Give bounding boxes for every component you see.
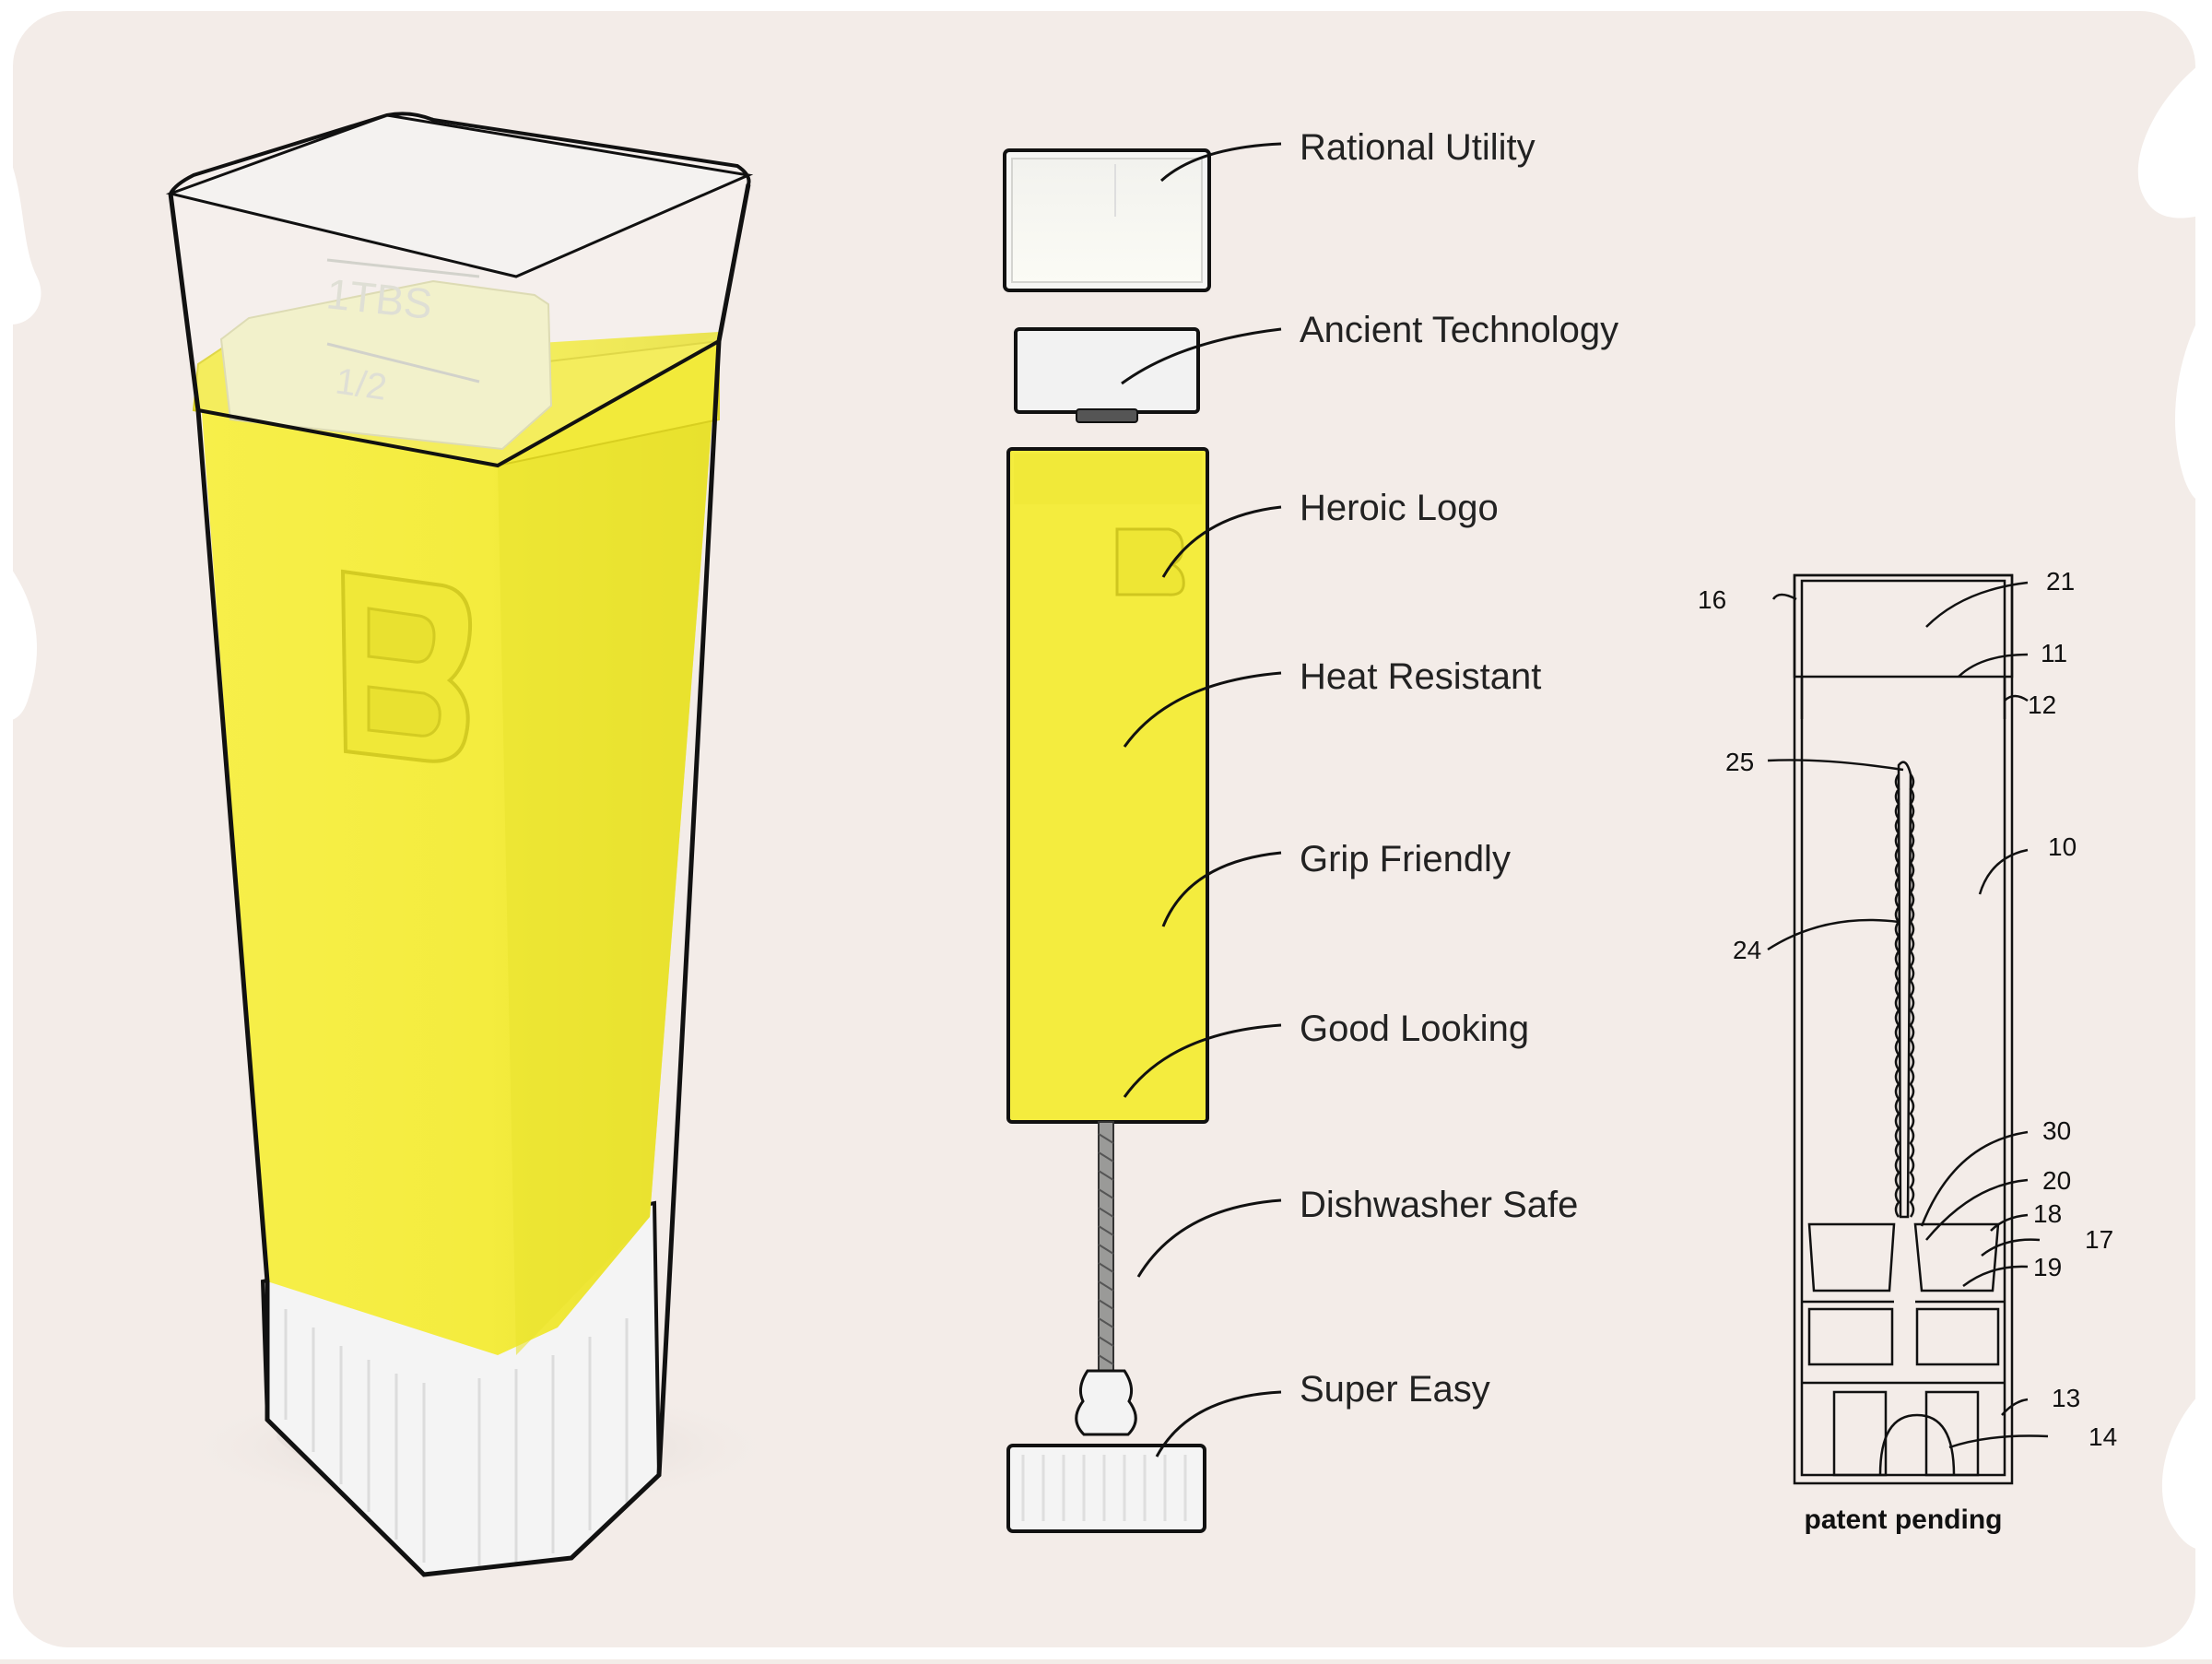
ref-24: 24 — [1733, 936, 1761, 964]
feature-label-ancient-technology: Ancient Technology — [1300, 310, 1618, 350]
ref-12: 12 — [2028, 690, 2056, 719]
part-base-knob — [1008, 1446, 1205, 1531]
feature-label-heat-resistant: Heat Resistant — [1300, 656, 1541, 697]
ref-20: 20 — [2042, 1166, 2071, 1195]
ref-30: 30 — [2042, 1116, 2071, 1145]
ref-25: 25 — [1725, 748, 1754, 776]
feature-label-grip-friendly: Grip Friendly — [1300, 839, 1511, 879]
part-knob-neck — [1077, 1371, 1136, 1434]
part-press-disk — [1016, 329, 1198, 412]
part-clear-lid-inner — [1012, 159, 1202, 282]
ref-17: 17 — [2085, 1225, 2113, 1254]
ref-18: 18 — [2033, 1199, 2062, 1228]
feature-label-rational-utility: Rational Utility — [1300, 127, 1535, 168]
ref-13: 13 — [2052, 1384, 2080, 1412]
heroic-logo-assembled — [343, 572, 470, 761]
ref-10: 10 — [2048, 832, 2077, 861]
ref-14: 14 — [2088, 1422, 2117, 1451]
ref-19: 19 — [2033, 1253, 2062, 1281]
patent-caption: patent pending — [1805, 1505, 2003, 1535]
part-press-disk-hub — [1077, 409, 1137, 422]
feature-label-heroic-logo: Heroic Logo — [1300, 488, 1499, 528]
feature-label-super-easy: Super Easy — [1300, 1369, 1490, 1410]
feature-label-good-looking: Good Looking — [1300, 1009, 1529, 1049]
ref-21: 21 — [2046, 567, 2075, 596]
ref-11: 11 — [2041, 639, 2067, 667]
feature-label-dishwasher-safe: Dishwasher Safe — [1300, 1185, 1578, 1225]
ref-16: 16 — [1698, 585, 1726, 614]
